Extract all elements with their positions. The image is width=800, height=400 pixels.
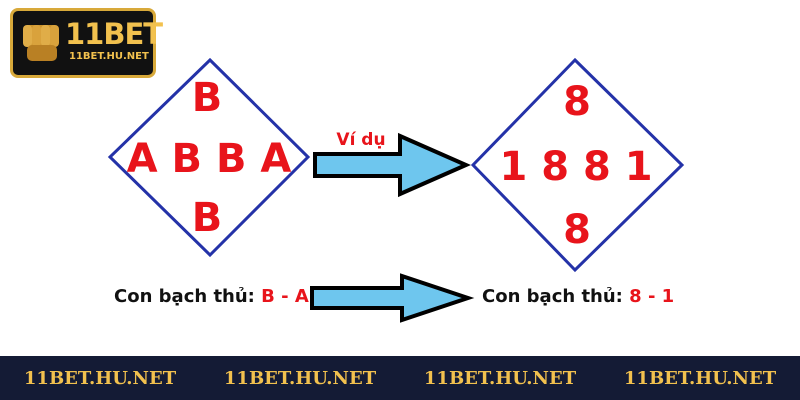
right-diamond-top: 8 xyxy=(563,79,591,125)
right-diamond-row: 1 8 8 1 xyxy=(499,144,652,190)
right-diamond xyxy=(470,57,685,273)
logo-title: 11BET xyxy=(65,17,163,51)
right-diamond-bottom: 8 xyxy=(563,207,591,253)
left-diamond-top: B xyxy=(192,75,223,121)
right-caption-prefix: Con bạch thủ: xyxy=(482,286,623,307)
footer-banner: 11BET.HU.NET 11BET.HU.NET 11BET.HU.NET 1… xyxy=(0,356,800,400)
lottery-diagram: B A B B A B Ví dụ 8 1 8 8 1 8 xyxy=(107,57,685,323)
left-caption: Con bạch thủ: B - A xyxy=(114,286,309,307)
example-label: Ví dụ xyxy=(336,130,385,150)
footer-domain-4: 11BET.HU.NET xyxy=(623,367,777,389)
right-caption-value: 8 - 1 xyxy=(629,286,675,307)
left-caption-prefix: Con bạch thủ: xyxy=(114,286,255,307)
left-diamond-bottom: B xyxy=(192,195,223,241)
left-diamond-row: A B B A xyxy=(127,136,292,182)
right-caption: Con bạch thủ: 8 - 1 xyxy=(482,286,674,307)
left-caption-value: B - A xyxy=(261,286,309,307)
brand-logo: 11BET 11BET.HU.NET xyxy=(10,8,163,78)
fist-icon xyxy=(23,25,59,61)
left-diamond xyxy=(107,57,311,258)
footer-domain-3: 11BET.HU.NET xyxy=(423,367,577,389)
logo-subtitle: 11BET.HU.NET xyxy=(69,51,149,62)
result-arrow xyxy=(310,273,475,323)
footer-domain-2: 11BET.HU.NET xyxy=(223,367,377,389)
example-arrow xyxy=(313,132,471,198)
footer-domain-1: 11BET.HU.NET xyxy=(23,367,177,389)
